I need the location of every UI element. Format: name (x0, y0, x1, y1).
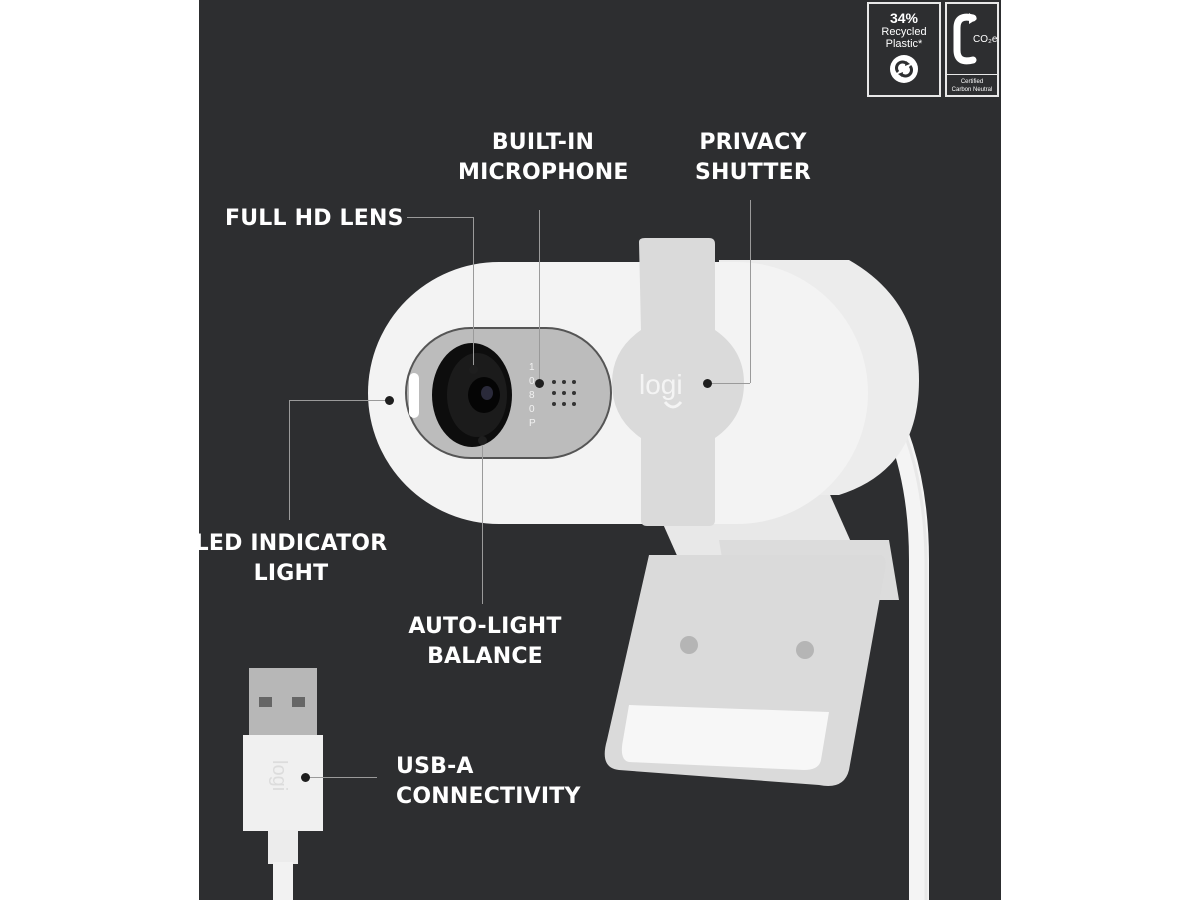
label-privacy-shutter: PRIVACY SHUTTER (694, 130, 811, 185)
auto-light-leader (482, 440, 483, 604)
privacy-shutter-leader-h (709, 383, 750, 384)
svg-text:logi: logi (639, 369, 683, 400)
full-hd-lens-leader (407, 217, 473, 218)
label-built-in-microphone: BUILT-IN MICROPHONE (458, 130, 629, 185)
badge-divider (947, 74, 997, 75)
usb-leader (309, 777, 377, 778)
co2e-text: CO₂e (973, 34, 998, 45)
auto-light-dot (478, 436, 487, 445)
svg-text:0: 0 (529, 376, 535, 387)
led-leader-v (289, 400, 290, 520)
usb-dot (301, 773, 310, 782)
full-hd-lens-dot (469, 365, 478, 374)
svg-text:P: P (529, 418, 536, 429)
full-hd-lens-leader-v (473, 217, 474, 368)
label-full-hd-lens: FULL HD LENS (225, 206, 404, 231)
led-leader-h (289, 400, 389, 401)
recycled-line2: Plastic* (885, 38, 923, 50)
label-usb-a-connectivity: USB-A CONNECTIVITY (396, 754, 581, 809)
recycle-arrows-icon (889, 54, 919, 84)
carbon-c-arrow-icon (953, 10, 977, 68)
product-feature-panel: 34% Recycled Plastic* CO₂e Certified Car… (199, 0, 1001, 900)
label-led-indicator-light: LED INDICATOR LIGHT (199, 531, 388, 586)
carbon-line2: Carbon Neutral (951, 87, 993, 93)
carbon-line1: Certified (960, 79, 984, 85)
microphone-leader (539, 210, 540, 383)
svg-text:8: 8 (529, 390, 535, 401)
recycled-percent: 34% (889, 10, 919, 26)
led-dot (385, 396, 394, 405)
recycled-line1: Recycled (881, 26, 927, 38)
carbon-neutral-badge: CO₂e Certified Carbon Neutral (945, 2, 999, 97)
recycled-plastic-badge: 34% Recycled Plastic* (867, 2, 941, 97)
privacy-shutter-dot (703, 379, 712, 388)
privacy-shutter-leader-v (750, 200, 751, 383)
svg-text:0: 0 (529, 404, 535, 415)
label-auto-light-balance: AUTO-LIGHT BALANCE (408, 614, 562, 669)
microphone-dot (535, 379, 544, 388)
svg-text:1: 1 (529, 362, 535, 373)
webcam-illustration: 1 0 8 0 P logi logi (243, 238, 929, 900)
svg-text:logi: logi (268, 760, 290, 791)
